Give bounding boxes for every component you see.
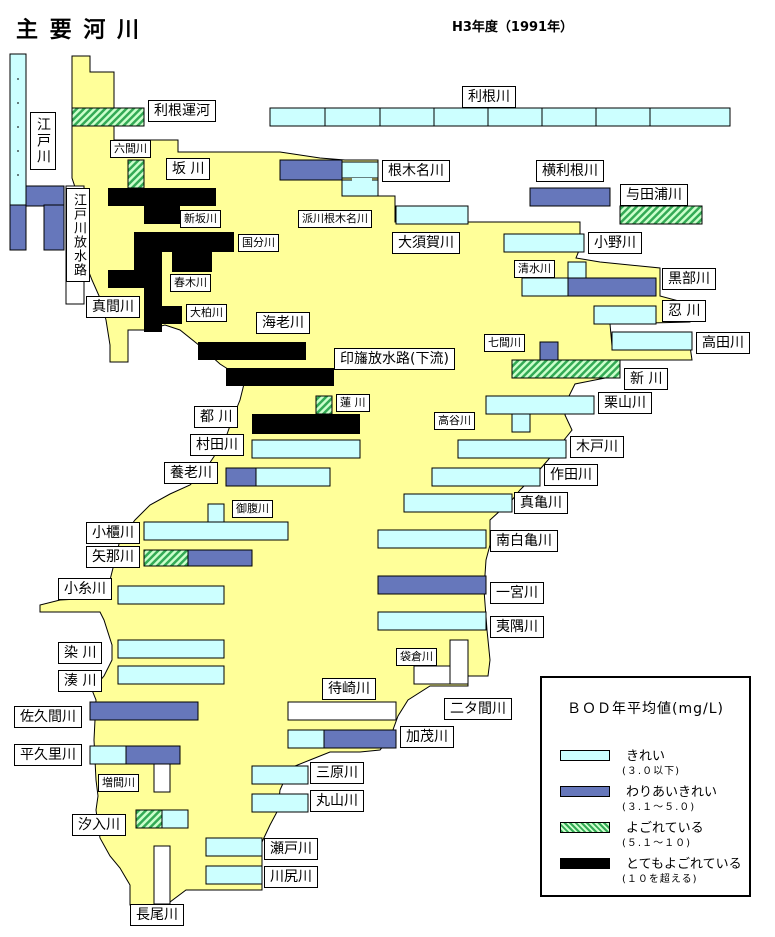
legend-item-yogore: よごれている (５.１～１０) bbox=[560, 820, 743, 856]
label-inba: 印旛放水路(下流) bbox=[334, 348, 455, 370]
label-tone-unga: 利根運河 bbox=[148, 100, 216, 122]
label-edogawa: 江戸川 bbox=[30, 112, 56, 170]
label-kurobe: 黒部川 bbox=[662, 268, 716, 290]
label-onbara: 御腹川 bbox=[232, 500, 273, 518]
label-shin: 新 川 bbox=[624, 368, 669, 390]
legend-swatch-totemo bbox=[560, 858, 610, 869]
legend-swatch-yogore bbox=[560, 822, 610, 833]
label-hakawa-nekina: 派川根木名川 bbox=[298, 210, 372, 228]
label-maruyama: 丸山川 bbox=[310, 790, 364, 812]
legend-swatch-kirei bbox=[560, 750, 610, 761]
label-kawajiri: 川尻川 bbox=[264, 866, 318, 888]
label-koitsu: 小櫃川 bbox=[86, 522, 140, 544]
label-ookashiwa: 大柏川 bbox=[186, 304, 227, 322]
legend: ＢＯＤ年平均値(mg/L) きれい (３.０以下) わりあいきれい (３.１～５… bbox=[540, 676, 751, 897]
page-subtitle: H3年度（1991年） bbox=[452, 20, 574, 35]
label-yana: 矢那川 bbox=[86, 546, 140, 568]
label-haruki: 春木川 bbox=[170, 274, 211, 292]
legend-item-kirei: きれい (３.０以下) bbox=[560, 748, 743, 784]
label-yokotone: 横利根川 bbox=[536, 160, 604, 182]
label-machizaki: 待崎川 bbox=[322, 678, 376, 700]
label-shinsaka: 新坂川 bbox=[180, 210, 221, 228]
tone-unga-bar bbox=[71, 107, 145, 127]
label-some: 染 川 bbox=[58, 642, 103, 664]
label-koito: 小糸川 bbox=[58, 578, 112, 600]
label-ichinomiya: 一宮川 bbox=[490, 582, 544, 604]
legend-swatch-wariai bbox=[560, 786, 610, 797]
label-miyako: 都 川 bbox=[194, 406, 239, 428]
label-nanshirakame: 南白亀川 bbox=[490, 530, 558, 552]
label-oshi: 忍 川 bbox=[662, 300, 707, 322]
label-edogawa-houshuiro: 江戸川放水路 bbox=[66, 188, 90, 282]
label-sakuma: 佐久間川 bbox=[14, 706, 82, 728]
label-mihara: 三原川 bbox=[310, 762, 364, 784]
label-yodaura: 与田浦川 bbox=[620, 184, 688, 206]
label-hasu: 蓮 川 bbox=[336, 394, 370, 412]
label-takada: 高田川 bbox=[696, 332, 750, 354]
label-nagao: 長尾川 bbox=[130, 904, 184, 926]
legend-item-wariai: わりあいきれい (３.１～５.０) bbox=[560, 784, 743, 820]
label-ebi: 海老川 bbox=[256, 312, 310, 334]
label-fukuro: 袋倉川 bbox=[396, 648, 437, 666]
label-kokubun: 国分川 bbox=[238, 234, 279, 252]
page-title: 主 要 河 川 bbox=[16, 18, 141, 43]
label-shioiri: 汐入川 bbox=[72, 814, 126, 836]
label-kido: 木戸川 bbox=[570, 436, 624, 458]
label-kuriyama: 栗山川 bbox=[598, 392, 652, 414]
label-seto: 瀬戸川 bbox=[264, 838, 318, 860]
label-hirakuri: 平久里川 bbox=[14, 744, 82, 766]
label-minato: 湊 川 bbox=[58, 670, 103, 692]
label-takaya: 高谷川 bbox=[434, 412, 475, 430]
label-nanama: 七間川 bbox=[484, 334, 525, 352]
label-yourou: 養老川 bbox=[164, 462, 218, 484]
label-tonegawa: 利根川 bbox=[462, 86, 516, 108]
label-mama: 真間川 bbox=[86, 296, 140, 318]
label-oosuka: 大須賀川 bbox=[392, 232, 460, 254]
legend-item-totemo: とてもよごれている (１０を超える) bbox=[560, 856, 743, 892]
label-ono: 小野川 bbox=[588, 232, 642, 254]
legend-title: ＢＯＤ年平均値(mg/L) bbox=[567, 701, 724, 717]
label-kamo: 加茂川 bbox=[400, 726, 454, 748]
label-isumi: 夷隅川 bbox=[490, 616, 544, 638]
label-sakuta: 作田川 bbox=[544, 464, 598, 486]
label-nekina: 根木名川 bbox=[382, 160, 450, 182]
label-shimizu: 清水川 bbox=[514, 260, 555, 278]
label-saka: 坂 川 bbox=[166, 158, 211, 180]
tonegawa-bar bbox=[269, 107, 731, 127]
label-murata: 村田川 bbox=[190, 434, 244, 456]
label-mamekame: 真亀川 bbox=[514, 492, 568, 514]
label-masuma: 増間川 bbox=[98, 774, 139, 792]
edogawa-bar bbox=[9, 53, 65, 251]
label-futamama: 二タ間川 bbox=[444, 698, 512, 720]
label-rokken: 六間川 bbox=[110, 140, 151, 158]
